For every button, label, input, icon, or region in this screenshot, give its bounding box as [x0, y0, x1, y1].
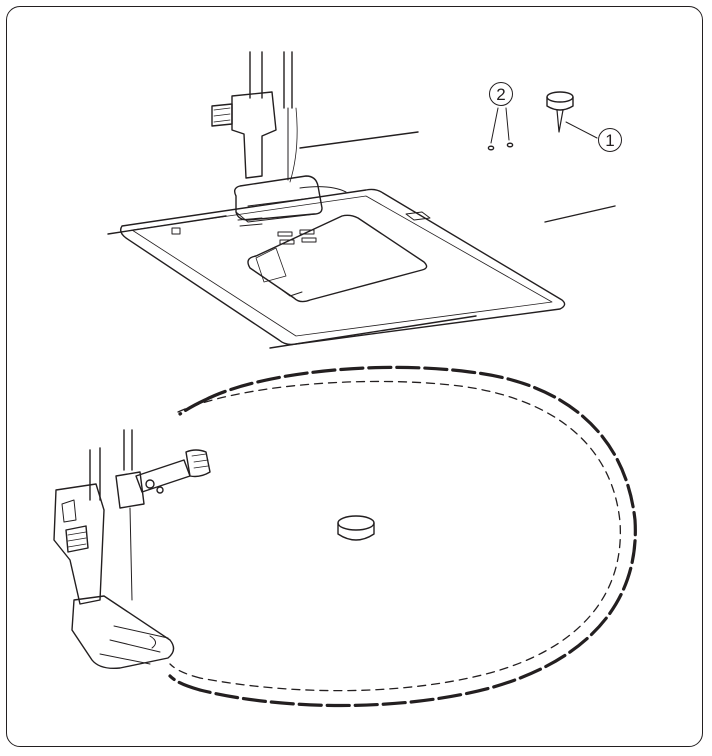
plate-square-mark — [171, 227, 181, 235]
scallop-edge-start — [168, 674, 202, 692]
stitch-needle — [129, 507, 133, 601]
callout-circle-pin: 1 — [598, 128, 622, 152]
shank-plate — [61, 499, 77, 523]
small-pins-leader — [490, 107, 510, 144]
callout-small-pins: 2 — [489, 82, 513, 106]
presser-bar — [249, 51, 263, 99]
needle-bar — [283, 51, 293, 109]
foot-slot — [149, 635, 156, 649]
thread-guide — [299, 186, 347, 193]
needle-plate — [119, 188, 566, 346]
bobbin-cover — [247, 214, 428, 303]
circular-stitch-illustration — [53, 365, 637, 708]
foot-toe — [99, 625, 169, 665]
scallop-edge — [198, 365, 637, 708]
needle-clamp-bar — [123, 429, 133, 471]
small-pins — [487, 107, 514, 151]
bobbin-cover-shade — [255, 247, 287, 283]
circle-pin — [546, 91, 598, 139]
presser-foot-toe — [247, 197, 313, 207]
figure-frame — [6, 6, 703, 747]
presser-bar-lower — [89, 447, 101, 501]
needle-plate-illustration — [107, 51, 616, 349]
thumb-screw — [211, 103, 233, 127]
guide-arm-knob — [185, 449, 211, 478]
shank-body — [53, 483, 105, 605]
machine-bed-back-edge — [299, 131, 419, 149]
machine-bed-right-edge — [544, 205, 616, 223]
center-pin — [337, 515, 375, 541]
foot-sole — [71, 595, 175, 670]
guide-arm — [135, 459, 191, 493]
needle-clamp — [115, 471, 145, 509]
stitch-presser-foot — [53, 429, 211, 670]
circle-pin-leader — [565, 121, 598, 139]
stitch-line — [177, 380, 621, 692]
scallop-edge-top-start — [178, 398, 207, 416]
needle-plate-inner-edge — [131, 195, 553, 337]
bobbin-cover-notch — [281, 289, 303, 297]
thread — [289, 107, 298, 183]
foot-shank — [231, 91, 277, 179]
presser-foot-sole — [235, 211, 317, 223]
plate-screw-slot — [405, 211, 431, 221]
stitch-line-start — [169, 663, 201, 679]
shank-screw — [65, 525, 89, 553]
presser-foot — [233, 175, 323, 221]
